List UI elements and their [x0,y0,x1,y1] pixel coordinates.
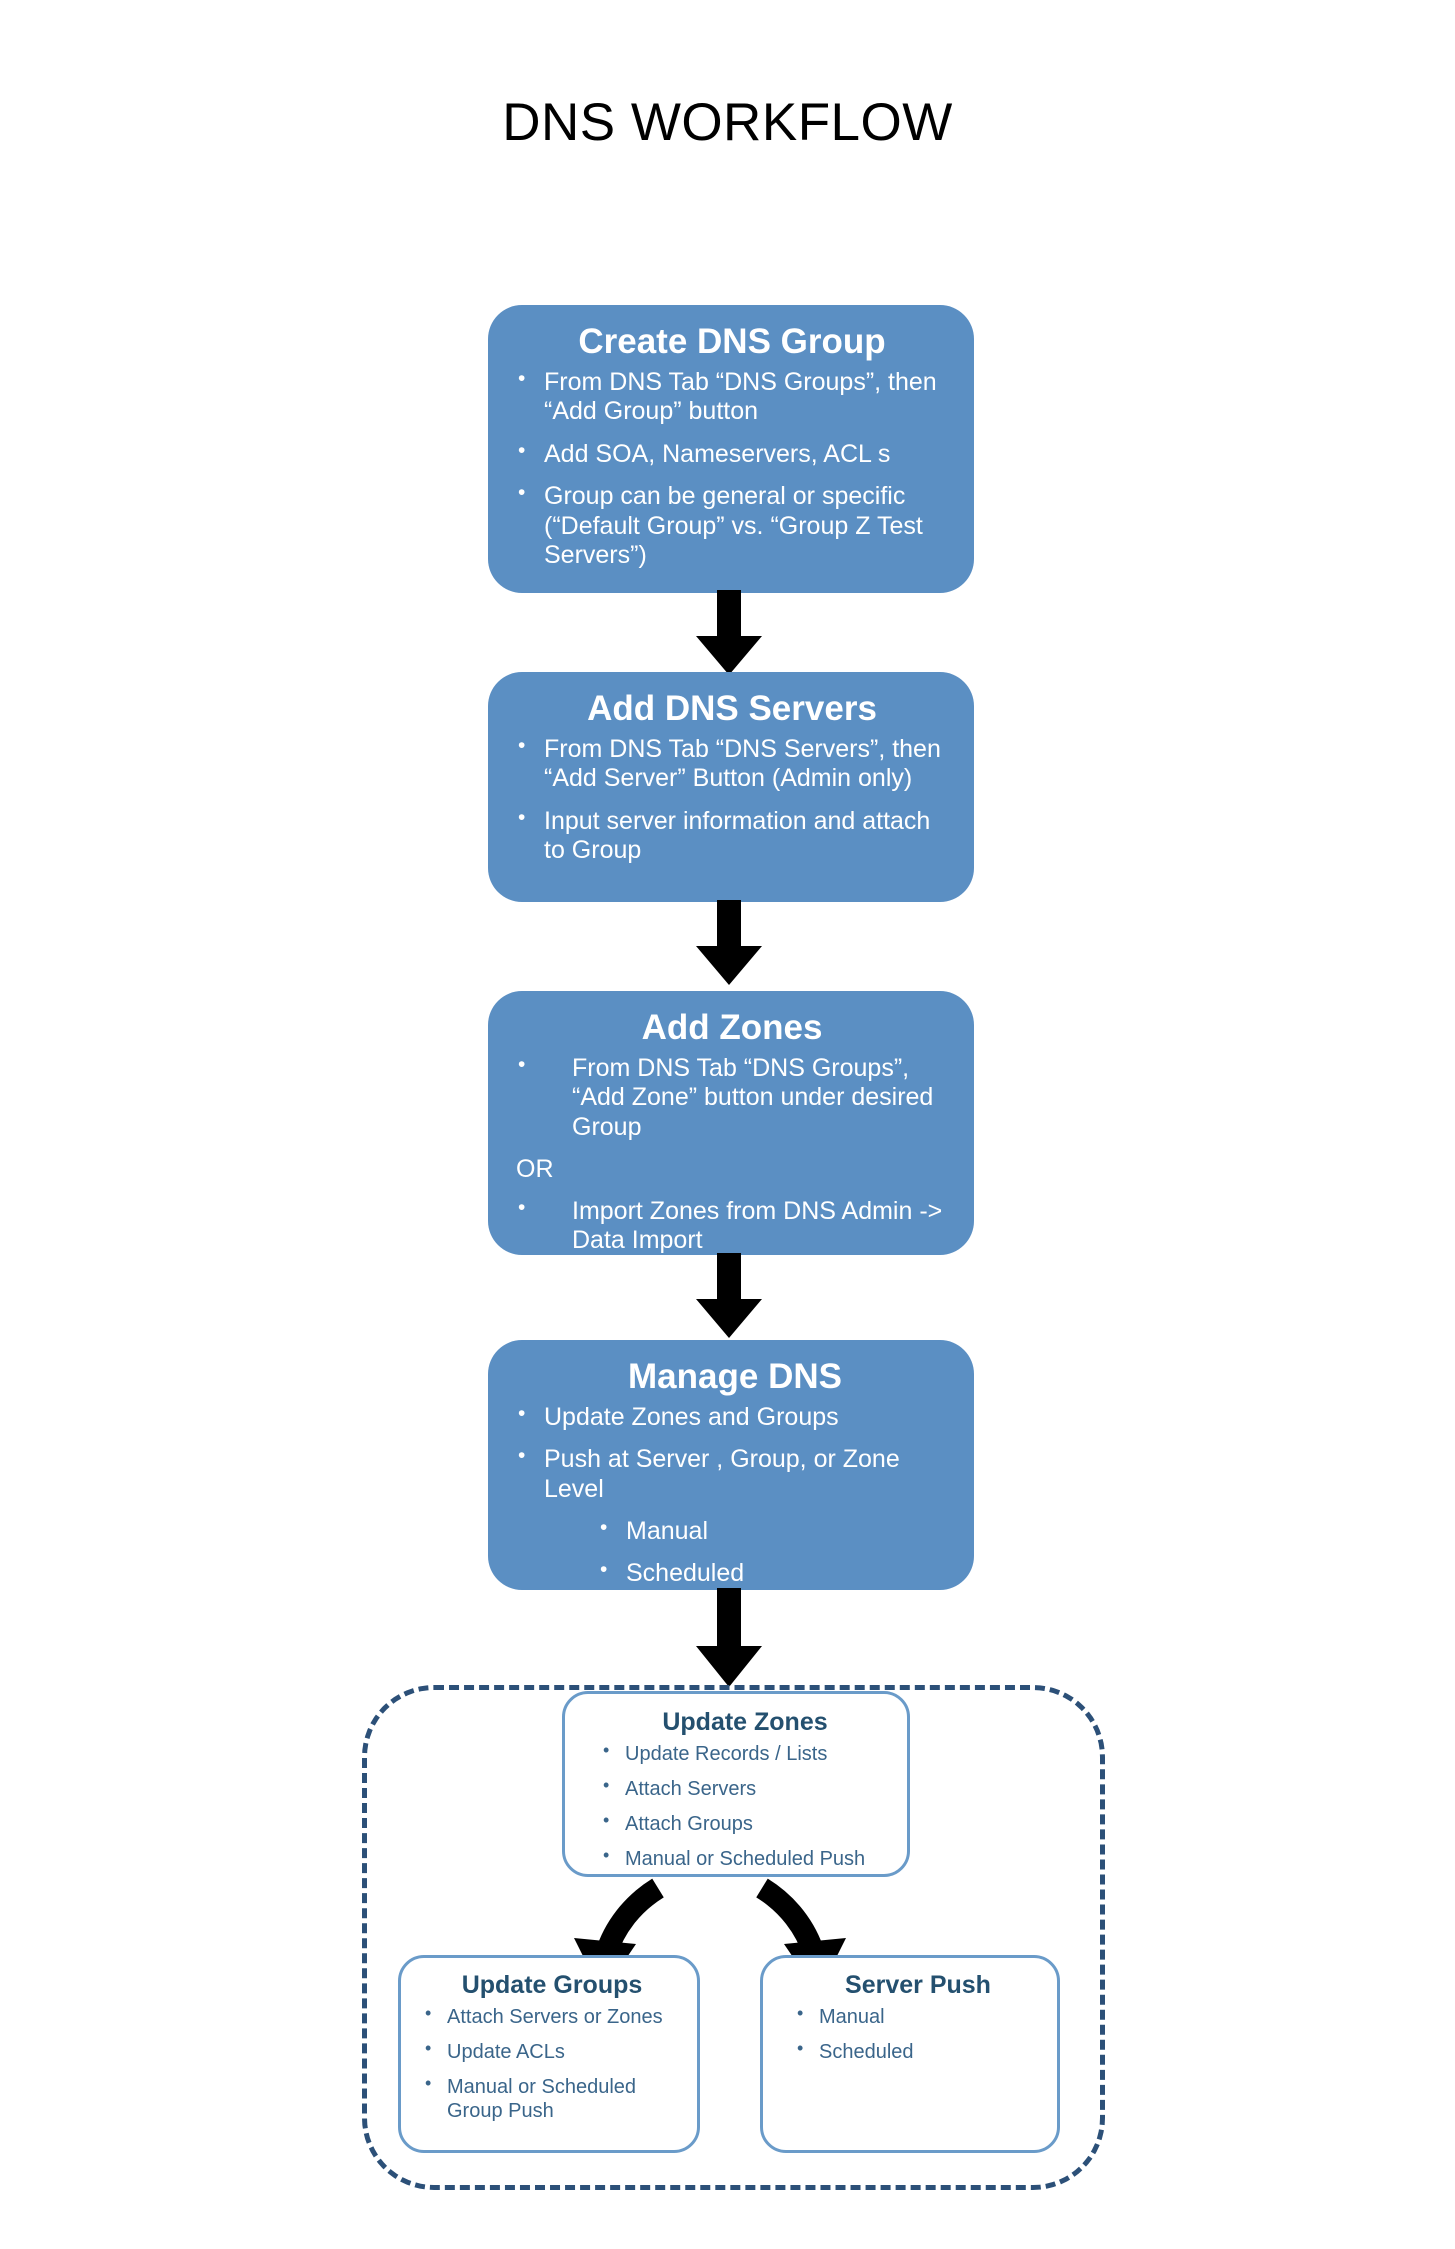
add-zones-or-separator: OR [516,1155,554,1183]
bullet-item: Update ACLs [421,2038,683,2064]
arrow-add-servers-to-add-zones [696,900,762,985]
bullet-item: Group can be general or specific (“Defau… [516,481,948,571]
bullet-item: Add SOA, Nameservers, ACL s [516,439,948,470]
step-box-create-dns-group[interactable]: Create DNS Group From DNS Tab “DNS Group… [488,305,974,593]
step-box-add-dns-servers[interactable]: Add DNS Servers From DNS Tab “DNS Server… [488,672,974,902]
step-title-create-dns-group: Create DNS Group [578,322,886,361]
bullet-item: Attach Groups [599,1810,891,1836]
bullet-item: Manual [793,2003,1043,2029]
bullet-item: Input server information and attach to G… [516,806,948,866]
step-bullet-list-add-zones-alternate: Import Zones from DNS Admin -> Data Impo… [516,1196,948,1256]
step-title-add-dns-servers: Add DNS Servers [587,689,877,728]
step-bullet-list-create-dns-group: From DNS Tab “DNS Groups”, then “Add Gro… [516,367,948,571]
detail-title-update-zones: Update Zones [662,1708,828,1736]
step-bullet-list-add-zones-primary: From DNS Tab “DNS Groups”, “Add Zone” bu… [516,1053,948,1143]
step-title-add-zones: Add Zones [641,1008,823,1047]
bullet-item: Import Zones from DNS Admin -> Data Impo… [516,1196,948,1256]
bullet-item: Scheduled [793,2038,1043,2064]
step-box-add-zones[interactable]: Add Zones From DNS Tab “DNS Groups”, “Ad… [488,991,974,1255]
detail-box-update-groups[interactable]: Update Groups Attach Servers or Zones Up… [398,1955,700,2153]
arrow-manage-dns-to-update-zones [696,1588,762,1687]
bullet-item: Attach Servers [599,1775,891,1801]
sub-bullet-item: Manual [516,1516,954,1547]
detail-box-server-push[interactable]: Server Push Manual Scheduled [760,1955,1060,2153]
arrow-create-group-to-add-servers [696,590,762,675]
step-bullet-list-add-dns-servers: From DNS Tab “DNS Servers”, then “Add Se… [516,734,948,866]
detail-bullet-list-update-zones: Update Records / Lists Attach Servers At… [599,1740,891,1871]
detail-group-dashed-container [362,1685,1105,2190]
bullet-item: From DNS Tab “DNS Servers”, then “Add Se… [516,734,948,794]
bullet-item: Push at Server , Group, or Zone Level [516,1444,954,1504]
bullet-item: Update Records / Lists [599,1740,891,1766]
sub-bullet-item: Scheduled [516,1558,954,1589]
bullet-item: Manual or Scheduled Push [599,1845,891,1871]
step-box-manage-dns[interactable]: Manage DNS Update Zones and Groups Push … [488,1340,974,1590]
detail-bullet-list-server-push: Manual Scheduled [793,2003,1043,2064]
detail-bullet-list-update-groups: Attach Servers or Zones Update ACLs Manu… [421,2003,683,2123]
bullet-item: Manual or Scheduled Group Push [421,2073,683,2123]
bullet-item: Update Zones and Groups [516,1402,954,1433]
bullet-item: From DNS Tab “DNS Groups”, then “Add Gro… [516,367,948,427]
bullet-item: Attach Servers or Zones [421,2003,683,2029]
arrow-add-zones-to-manage-dns [696,1253,762,1338]
step-bullet-list-manage-dns: Update Zones and Groups Push at Server ,… [516,1402,954,1589]
bullet-item: From DNS Tab “DNS Groups”, “Add Zone” bu… [516,1053,948,1143]
detail-title-server-push: Server Push [845,1971,991,1999]
detail-title-update-groups: Update Groups [461,1971,643,1999]
detail-box-update-zones[interactable]: Update Zones Update Records / Lists Atta… [562,1691,910,1877]
step-title-manage-dns: Manage DNS [628,1357,842,1396]
page-title: DNS WORKFLOW [502,93,953,152]
